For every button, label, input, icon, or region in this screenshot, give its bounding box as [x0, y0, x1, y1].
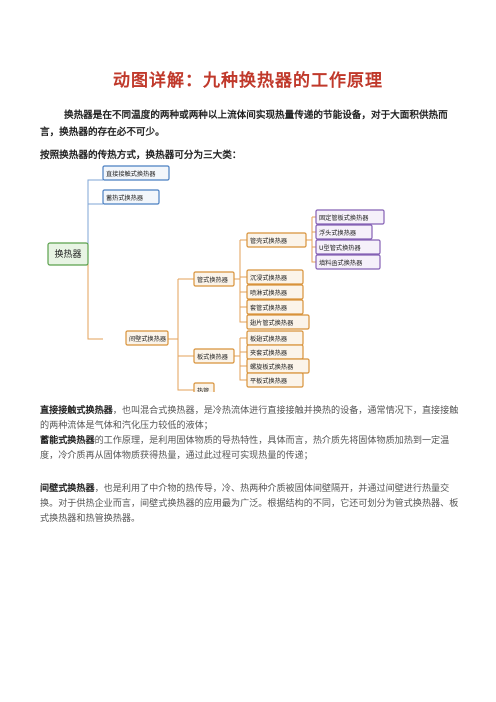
page-title: 动图详解：九种换热器的工作原理: [113, 71, 383, 91]
diagram-node-plate-item-label: 螺旋板式换热器: [250, 363, 294, 371]
diagram-node-heatpipe-label: 热管: [197, 387, 209, 392]
diagram-node-tube-item-label: 喷淋式换热器: [250, 289, 288, 297]
diagram-node-plate-item: 夹套式换热器: [246, 344, 304, 360]
diagram-node-plate-item-label: 平板式换热器: [250, 377, 288, 385]
diagram-node-indirect-label: 间壁式换热器: [129, 335, 167, 343]
diagram-node-regen: 蓄热式换热器: [102, 189, 160, 205]
diagram-node-tube-item-label: 套管式换热器: [250, 304, 288, 312]
diagram-node-direct-label: 直接接触式换热器: [106, 170, 156, 178]
diagram-node-shell-item: 填料函式换热器: [315, 254, 381, 270]
diagram-node-regen-label: 蓄热式换热器: [106, 194, 144, 202]
diagram-node-tube-item-label: 沉浸式换热器: [250, 274, 288, 282]
diagram-node-plate-label: 板式换热器: [197, 353, 229, 361]
diagram-node-tube-item: 套管式换热器: [246, 299, 304, 315]
diagram-node-direct: 直接接触式换热器: [102, 165, 170, 181]
diagram-node-plate-item: 板翅式换热器: [246, 330, 304, 346]
diagram-node-tube-label: 管式换热器: [197, 276, 229, 284]
classification-diagram: 换热器 直接接触式换热器 蓄热式换热器 间壁式换热器 管式换热器 板式换热器 热…: [47, 165, 385, 392]
diagram-node-indirect: 间壁式换热器: [125, 330, 169, 346]
diagram-node-root: 换热器: [47, 242, 89, 266]
diagram-node-tube-item-label: 翅片管式换热器: [250, 319, 294, 327]
diagram-node-shell-item: U型管式换热器: [315, 239, 381, 255]
diagram-node-shell-label: 管壳式换热器: [250, 237, 288, 245]
diagram-node-plate-item: 螺旋板式换热器: [246, 358, 310, 374]
diagram-node-shell-item-label: 填料函式换热器: [319, 259, 363, 267]
term-indirect: 间壁式换热器: [40, 484, 95, 494]
desc-regen: 的工作原理，是利用固体物质的导热特性，具体而言，热介质先将固体物质加热到一定温度…: [40, 436, 450, 461]
term-direct: 直接接触式换热器: [40, 406, 113, 416]
diagram-node-shell-item-label: 固定管板式换热器: [319, 214, 369, 222]
diagram-node-plate: 板式换热器: [193, 348, 235, 364]
diagram-node-plate-item: 平板式换热器: [246, 372, 304, 388]
diagram-node-shell-item: 浮头式换热器: [315, 224, 373, 240]
diagram-node-tube-item: 沉浸式换热器: [246, 269, 304, 285]
desc-indirect: ，也是利用了中介物的热传导，冷、热两种介质被固体间壁隔开，并通过间壁进行热量交换…: [40, 484, 459, 524]
diagram-node-heatpipe: 热管: [193, 382, 215, 392]
diagram-node-shell-item: 固定管板式换热器: [315, 209, 385, 225]
paragraph-indirect: 间壁式换热器，也是利用了中介物的热传导，冷、热两种介质被固体间壁隔开，并通过间壁…: [40, 482, 461, 527]
diagram-node-tube: 管式换热器: [193, 271, 235, 287]
diagram-node-tube-item: 翅片管式换热器: [246, 314, 310, 330]
diagram-node-root-label: 换热器: [54, 248, 81, 260]
section-subheading: 按照换热器的传热方式，换热器可分为三大类：: [40, 150, 242, 161]
term-regen: 蓄能式换热器: [40, 436, 95, 446]
diagram-node-plate-item-label: 板翅式换热器: [250, 335, 288, 343]
diagram-node-plate-item-label: 夹套式换热器: [250, 349, 288, 357]
diagram-node-shell: 管壳式换热器: [246, 232, 307, 248]
desc-direct: ，也叫混合式换热器，是冷热流体进行直接接触并换热的设备，通常情况下，直接接触的两…: [40, 406, 459, 431]
diagram-node-shell-item-label: 浮头式换热器: [319, 229, 357, 237]
diagram-node-tube-item: 喷淋式换热器: [246, 284, 304, 300]
intro-paragraph: 换热器是在不同温度的两种或两种以上流体间实现热量传递的节能设备，对于大面积供热而…: [40, 110, 448, 138]
diagram-node-shell-item-label: U型管式换热器: [319, 244, 361, 252]
paragraph-direct-regen: 直接接触式换热器，也叫混合式换热器，是冷热流体进行直接接触并换热的设备，通常情况…: [40, 404, 461, 464]
